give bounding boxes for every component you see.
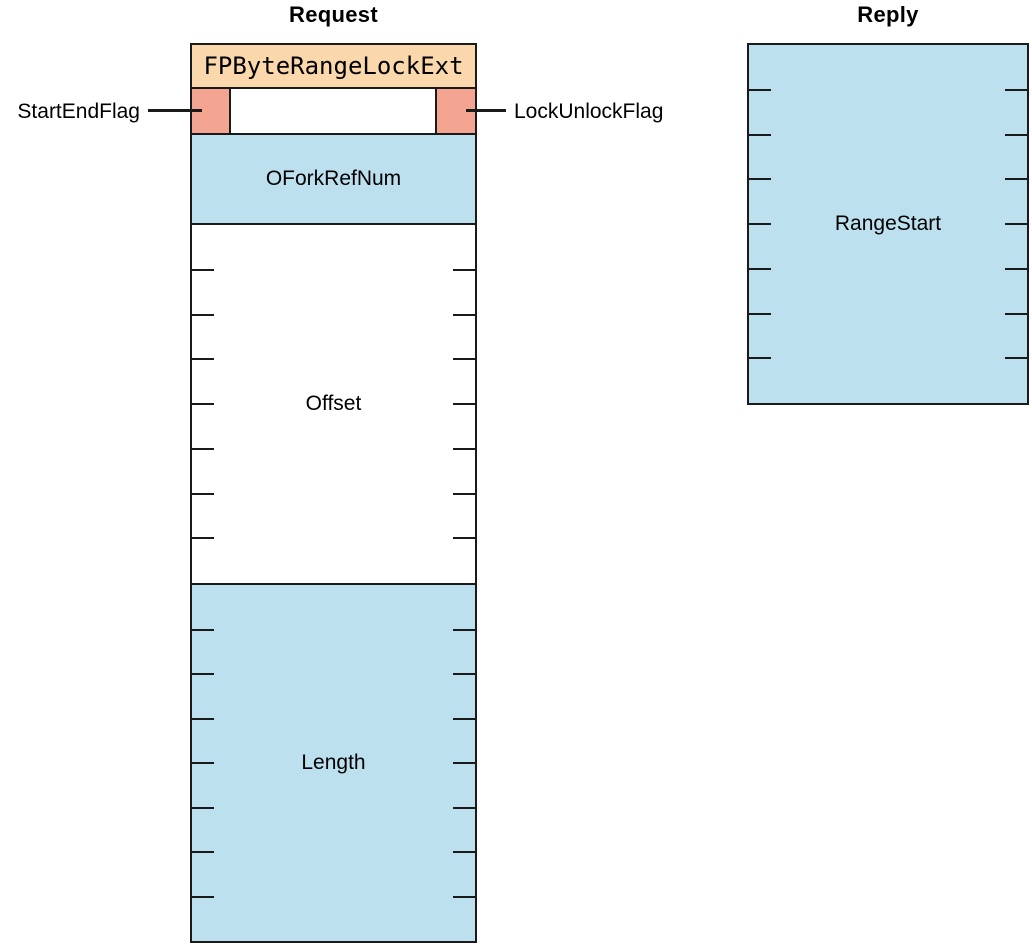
byte-boundary-tick xyxy=(192,717,214,720)
byte-boundary-tick xyxy=(192,851,214,853)
byte-boundary-tick xyxy=(192,268,214,271)
byte-boundary-tick xyxy=(749,357,771,360)
byte-boundary-tick xyxy=(1005,312,1027,315)
byte-boundary-tick xyxy=(453,268,475,271)
field-label: OForkRefNum xyxy=(265,167,402,190)
byte-boundary-tick xyxy=(453,447,475,450)
byte-boundary-tick xyxy=(192,537,214,540)
byte-boundary-tick xyxy=(453,673,475,675)
byte-boundary-tick xyxy=(192,492,214,495)
flag-row xyxy=(190,87,477,135)
byte-boundary-tick xyxy=(453,851,475,853)
command-box: FPByteRangeLockExt xyxy=(190,43,477,89)
unused-flag-bits-cell xyxy=(231,89,435,133)
byte-boundary-tick xyxy=(192,313,214,316)
byte-boundary-tick xyxy=(453,717,475,720)
byte-boundary-tick xyxy=(192,447,214,450)
byte-boundary-tick xyxy=(749,178,771,181)
byte-boundary-tick xyxy=(749,133,771,136)
byte-boundary-tick xyxy=(453,492,475,495)
byte-boundary-tick xyxy=(192,762,214,764)
byte-boundary-tick xyxy=(453,358,475,361)
byte-boundary-tick xyxy=(453,313,475,316)
byte-boundary-tick xyxy=(453,762,475,764)
reply-title: Reply xyxy=(857,2,919,27)
byte-boundary-tick xyxy=(1005,88,1027,91)
byte-boundary-tick xyxy=(749,88,771,91)
byte-boundary-tick xyxy=(1005,223,1027,225)
byte-boundary-tick xyxy=(1005,178,1027,181)
connector-line-right xyxy=(466,109,506,112)
byte-boundary-tick xyxy=(453,895,475,898)
byte-boundary-tick xyxy=(453,403,475,405)
field-label: Offset xyxy=(305,392,362,415)
byte-boundary-tick xyxy=(192,806,214,809)
byte-boundary-tick xyxy=(453,537,475,540)
field-box-oforkrefnum: OForkRefNum xyxy=(190,133,477,225)
field-label: Length xyxy=(301,751,366,774)
field-box-rangestart: RangeStart xyxy=(747,43,1029,405)
byte-boundary-tick xyxy=(192,673,214,675)
byte-boundary-tick xyxy=(192,403,214,405)
request-title: Request xyxy=(289,2,378,27)
byte-boundary-tick xyxy=(1005,267,1027,270)
lock-unlock-flag-label: LockUnlockFlag xyxy=(514,100,664,123)
byte-boundary-tick xyxy=(749,223,771,225)
byte-boundary-tick xyxy=(192,358,214,361)
field-box-length: Length xyxy=(190,583,477,943)
byte-boundary-tick xyxy=(1005,133,1027,136)
byte-boundary-tick xyxy=(453,806,475,809)
byte-boundary-tick xyxy=(749,312,771,315)
byte-boundary-tick xyxy=(1005,357,1027,360)
field-label: RangeStart xyxy=(834,212,942,235)
byte-boundary-tick xyxy=(192,628,214,631)
field-box-offset: Offset xyxy=(190,223,477,585)
byte-boundary-tick xyxy=(192,895,214,898)
connector-line-left xyxy=(148,109,202,112)
byte-boundary-tick xyxy=(453,628,475,631)
byte-boundary-tick xyxy=(749,267,771,270)
start-end-flag-label: StartEndFlag xyxy=(17,100,140,123)
